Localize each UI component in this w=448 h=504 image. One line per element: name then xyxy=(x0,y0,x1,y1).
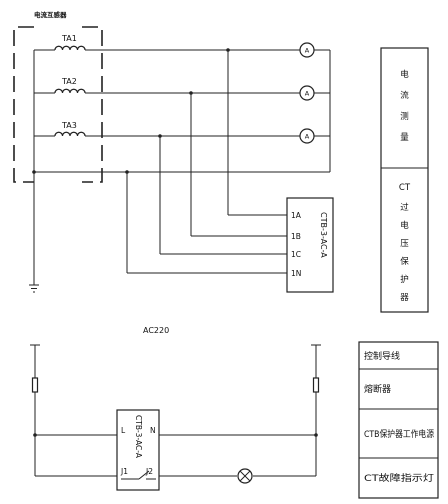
protect-char-1: 过 xyxy=(400,202,409,213)
junction-dot xyxy=(189,91,193,95)
ammeter-3: A xyxy=(299,128,315,144)
ctb-protector-top: 1A 1B 1C 1N CTB-3-AC-A xyxy=(286,197,334,293)
protector-label-bottom: CTB-3-AC-A xyxy=(134,415,143,459)
protect-char-2: 电 xyxy=(400,220,409,231)
measure-char-4: 量 xyxy=(400,133,409,143)
indicator-lamp xyxy=(237,468,253,484)
ammeter-1-symbol: A xyxy=(305,47,310,55)
legend-item-fuse: 熔断器 xyxy=(364,383,391,395)
pin-1n: 1N xyxy=(291,269,301,278)
junction-dot xyxy=(125,170,129,174)
protect-char-4: 保 xyxy=(400,256,409,267)
pin-1a: 1A xyxy=(291,211,302,220)
transformer-ta1: TA1 xyxy=(34,34,300,51)
enclosure-left xyxy=(13,26,34,183)
coil-ta3 xyxy=(54,131,86,137)
measure-char-3: 测 xyxy=(400,112,409,122)
measure-char-2: 流 xyxy=(400,90,409,101)
protect-char-5: 护 xyxy=(400,274,409,285)
power-circuit: AC220 L N J1 J2 CTB-3- xyxy=(30,326,321,491)
pin-1c: 1C xyxy=(291,250,301,259)
pin-J1: J1 xyxy=(120,467,128,476)
transformer-ta2: TA2 xyxy=(34,77,300,94)
coil-ta1 xyxy=(54,45,86,51)
legend-item-control-wire: 控制导线 xyxy=(364,350,400,362)
legend-item-fault-lamp: CT故障指示灯 xyxy=(364,472,434,484)
coil-ta2 xyxy=(54,88,86,94)
pin-1b: 1B xyxy=(291,232,301,241)
fuse-right xyxy=(312,377,320,393)
ammeter-1: A xyxy=(299,42,315,58)
right-panel-box xyxy=(380,47,429,313)
ctb-protector-bottom: L N J1 J2 CTB-3-AC-A xyxy=(116,409,160,491)
pin-L: L xyxy=(121,426,126,435)
ammeter-2: A xyxy=(299,85,315,101)
transformer-group-label: 电流互感器 xyxy=(34,10,67,19)
ct-label: CT xyxy=(399,183,411,193)
protect-char-3: 压 xyxy=(400,239,409,249)
junction-dot xyxy=(226,48,230,52)
legend-box xyxy=(358,341,439,499)
junction-dot xyxy=(32,170,36,174)
ta2-label: TA2 xyxy=(61,77,77,86)
fuse-left xyxy=(31,377,39,393)
ammeter-3-symbol: A xyxy=(305,133,310,141)
junction-dot xyxy=(314,433,318,437)
protect-char-6: 器 xyxy=(400,293,409,303)
supply-label: AC220 xyxy=(143,326,169,335)
junction-dot xyxy=(33,433,37,437)
ammeter-2-symbol: A xyxy=(305,90,310,98)
pin-N: N xyxy=(150,426,156,435)
protector-label-top: CTB-3-AC-A xyxy=(319,212,328,258)
measure-char-1: 电 xyxy=(400,69,409,80)
ta3-label: TA3 xyxy=(61,121,77,130)
enclosure-right xyxy=(82,26,103,183)
transformer-ta3: TA3 xyxy=(34,121,300,137)
legend-table: 控制导线 熔断器 CTB保护器工作电源 CT故障指示灯 xyxy=(358,341,439,499)
junction-dot xyxy=(158,134,162,138)
legend-item-power-supply: CTB保护器工作电源 xyxy=(364,428,434,440)
ta1-label: TA1 xyxy=(61,34,77,43)
right-panel: 电 流 测 量 CT 过 电 压 保 护 器 xyxy=(380,47,429,313)
ct-circuit: 电流互感器 TA1 TA2 TA3 xyxy=(13,10,334,293)
